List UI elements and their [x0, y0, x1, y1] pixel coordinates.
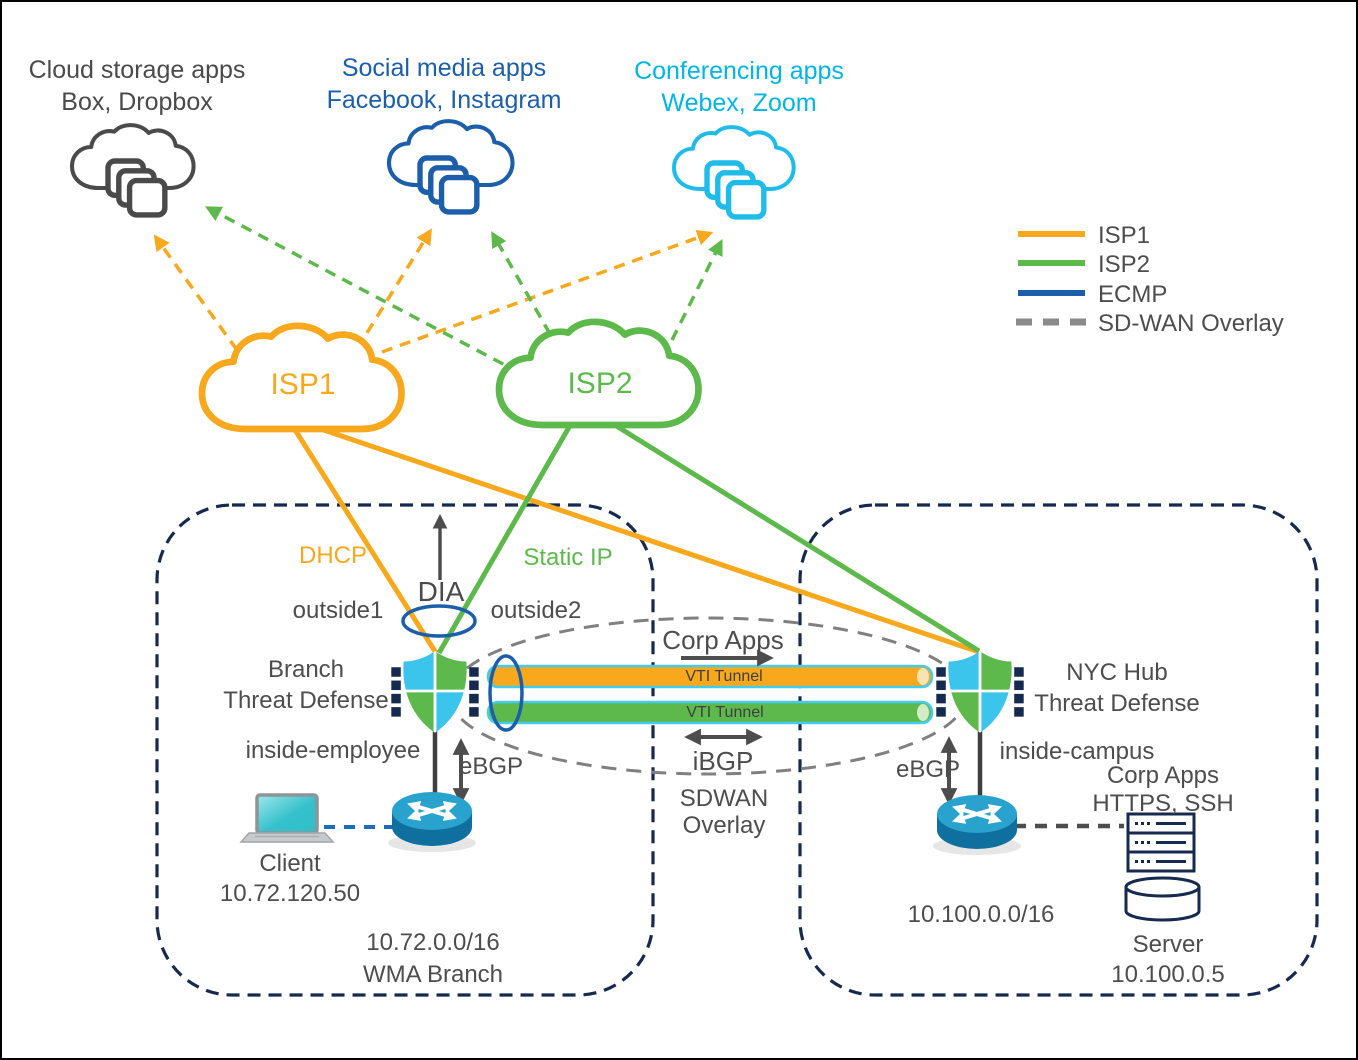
hub-firewall-label-line2: Threat Defense	[1034, 690, 1200, 717]
vti-tunnel-isp2-endcap	[917, 704, 929, 721]
isp1-label: ISP1	[270, 368, 336, 401]
cloud-storage-cloud-icon	[71, 124, 194, 215]
isp2-to-hub-link	[608, 419, 981, 654]
legend-swatches	[1016, 231, 1090, 326]
sdwan-overlay-label: SDWAN Overlay	[680, 785, 768, 839]
hub-router-icon	[933, 795, 1021, 855]
isp2-to-conferencing-arrow	[670, 238, 723, 341]
hub-corp-apps-label: Corp Apps HTTPS, SSH	[1092, 762, 1233, 818]
branch-subnet-line2: WMA Branch	[362, 961, 504, 988]
legend-sdwan-label: SD-WAN Overlay	[1098, 310, 1284, 337]
outside2-label: outside2	[490, 597, 582, 624]
dia-highlight-ellipse	[401, 604, 477, 638]
branch-firewall-icon	[391, 642, 478, 741]
hub-subnet-label: 10.100.0.0/16	[907, 901, 1055, 928]
hub-firewall-label-line1: NYC Hub	[1066, 659, 1168, 686]
branch-ebgp-label: eBGP	[458, 753, 524, 780]
isp2-to-branch-link	[436, 420, 575, 655]
outside1-label: outside1	[292, 597, 384, 624]
client-label-line1: Client	[259, 850, 321, 877]
branch-subnet-line1: 10.72.0.0/16	[366, 929, 500, 956]
cloud-storage-title-line2: Box, Dropbox	[61, 88, 213, 116]
server-label: Server 10.100.0.5	[1111, 930, 1224, 990]
database-icon	[1124, 876, 1201, 922]
hub-firewall-label: NYC Hub Threat Defense	[1034, 657, 1199, 719]
dia-label: DIA	[417, 576, 465, 607]
branch-router-icon	[388, 792, 476, 852]
isp1-to-social-arrow	[355, 228, 432, 350]
isp1-to-branch-link	[289, 423, 439, 655]
branch-firewall-label: Branch Threat Defense	[223, 654, 388, 716]
vti-tunnel-isp2	[486, 700, 934, 725]
conferencing-title: Conferencing apps Webex, Zoom	[634, 55, 844, 119]
conferencing-cloud-icon	[673, 126, 795, 217]
vti-tunnels	[486, 664, 934, 725]
cloud-storage-title: Cloud storage apps Box, Dropbox	[29, 54, 246, 118]
client-label: Client 10.72.120.50	[220, 849, 360, 909]
isp-links	[289, 419, 981, 655]
branch-subnet-label: 10.72.0.0/16 WMA Branch	[363, 927, 503, 991]
conferencing-title-line2: Webex, Zoom	[661, 89, 817, 117]
server-icon	[1126, 812, 1196, 873]
sdwan-overlay-label-line2: Overlay	[682, 812, 766, 839]
inside-employee-label: inside-employee	[245, 737, 421, 764]
legend-ecmp-label: ECMP	[1098, 281, 1168, 308]
legend-isp2-label: ISP2	[1098, 251, 1151, 278]
ibgp-label: iBGP	[692, 746, 754, 776]
hub-ebgp-label: eBGP	[895, 756, 961, 783]
branch-firewall-label-line2: Threat Defense	[223, 687, 389, 714]
vti-tunnel2-label: VTI Tunnel	[686, 704, 764, 721]
legend-isp1-label: ISP1	[1098, 222, 1151, 249]
hub-corp-apps-line1: Corp Apps	[1106, 762, 1220, 789]
dhcp-label: DHCP	[298, 542, 368, 569]
isp1-to-hub-link	[311, 423, 980, 655]
hub-firewall-icon	[936, 642, 1023, 741]
hub-site-boundary	[798, 503, 1319, 997]
isp2-label: ISP2	[567, 367, 633, 400]
isp1-to-conferencing-arrow	[381, 229, 714, 354]
social-media-cloud-icon	[388, 120, 513, 212]
isp1-to-storage-arrow	[153, 234, 239, 352]
social-media-title-line2: Facebook, Instagram	[326, 86, 562, 114]
hub-corp-apps-line2: HTTPS, SSH	[1092, 790, 1234, 817]
social-media-title: Social media apps Facebook, Instagram	[327, 52, 562, 116]
dia-app-arrows	[153, 206, 723, 375]
client-label-line2: 10.72.120.50	[219, 880, 361, 907]
server-label-line2: 10.100.0.5	[1111, 961, 1225, 988]
inside-campus-label: inside-campus	[999, 738, 1155, 765]
corp-apps-flow-label: Corp Apps	[662, 625, 784, 655]
vti-tunnel-isp1	[486, 664, 934, 689]
isp2-to-storage-arrow	[205, 206, 521, 375]
branch-site-boundary	[155, 503, 655, 997]
isp2-to-social-arrow	[491, 231, 552, 335]
cloud-storage-title-line1: Cloud storage apps	[28, 56, 246, 84]
social-media-title-line1: Social media apps	[341, 54, 547, 82]
vti-tunnel1-label: VTI Tunnel	[685, 668, 763, 685]
branch-firewall-label-line1: Branch	[267, 656, 345, 683]
conferencing-title-line1: Conferencing apps	[634, 57, 844, 85]
static-ip-label: Static IP	[523, 544, 613, 571]
ecmp-highlight-ellipse	[488, 654, 524, 732]
sdwan-overlay-label-line1: SDWAN	[679, 785, 769, 812]
client-laptop-icon	[239, 793, 335, 843]
vti-tunnel-isp1-endcap	[917, 668, 929, 685]
server-label-line1: Server	[1132, 931, 1204, 958]
